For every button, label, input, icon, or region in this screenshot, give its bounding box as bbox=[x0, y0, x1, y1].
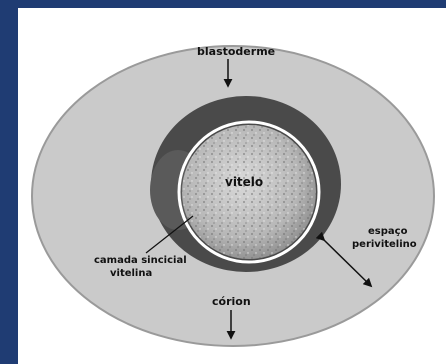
label-vitelo: vitelo bbox=[225, 175, 263, 189]
label-camada-line1: camada sincicial bbox=[94, 255, 187, 266]
label-blastoderme: blastoderme bbox=[197, 45, 275, 58]
embryo-diagram: blastoderme vitelo camada sincicial vite… bbox=[18, 8, 446, 364]
diagram-canvas: blastoderme vitelo camada sincicial vite… bbox=[18, 8, 446, 364]
label-corion: córion bbox=[212, 295, 251, 308]
yolk-texture bbox=[182, 125, 316, 259]
label-espaco-line1: espaço bbox=[368, 226, 408, 237]
label-camada-line2: vitelina bbox=[110, 268, 152, 279]
label-espaco-line2: perivitelino bbox=[352, 239, 417, 250]
